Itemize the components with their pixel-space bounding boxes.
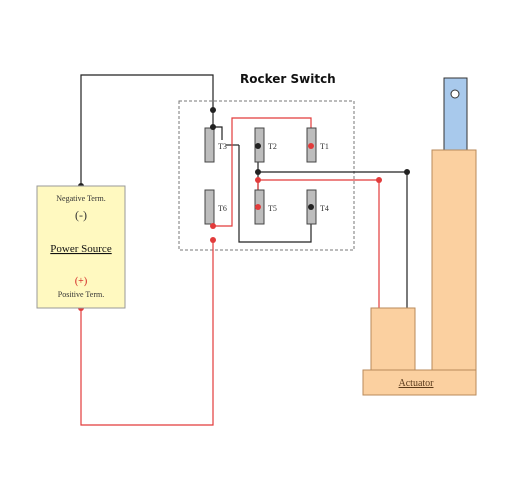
actuator-label: Actuator [399,378,435,389]
positive-symbol: (+) [75,276,87,287]
terminal-t1-label: T1 [320,142,329,151]
terminal-t3-body [204,127,215,163]
rocker-switch-boundary [178,100,355,251]
dot-t3-top [210,107,216,113]
black-wires [80,74,408,308]
diagram-title: Rocker Switch [240,72,336,86]
terminal-t3: T3 [204,127,227,163]
rod-eye-icon [450,89,460,99]
dot-t6-bottom [210,237,216,243]
wire-t3-to-t4 [238,145,312,243]
terminal-t4-label: T4 [320,204,329,213]
negative-symbol: (-) [75,208,87,222]
wire-t6-to-t1 [213,117,312,227]
negative-term-label: Negative Term. [56,194,106,203]
terminal-t2-label: T2 [268,142,277,151]
power-source-name: Power Source [50,243,112,255]
dot-actuator-red [376,177,382,183]
dot-t1 [308,143,314,149]
dot-t2 [255,143,261,149]
wire-t5-to-actuator [257,179,380,308]
dot-t4 [308,204,314,210]
power-source: Negative Term. (-) Power Source (+) Posi… [36,185,126,309]
terminal-t5-label: T5 [268,204,277,213]
wire-t2-to-actuator [258,171,408,308]
dot-actuator-black [404,169,410,175]
red-wires [80,117,380,426]
wire-negative-to-t3 [80,74,214,186]
terminal-t6: T6 [204,189,227,225]
dot-t5-junction [255,177,261,183]
actuator-motor [370,307,416,371]
actuator-tube [431,149,477,371]
actuator-base [362,369,477,396]
dot-t6 [210,223,216,229]
dot-t2-junction [255,169,261,175]
terminal-t6-body [204,189,215,225]
power-source-box [36,185,126,309]
wire-positive-to-t6 [80,240,214,426]
terminal-t6-label: T6 [218,204,227,213]
actuator: Actuator [362,77,477,396]
terminal-t3-label: T3 [218,142,227,151]
dot-t5 [255,204,261,210]
dot-t3-entry [210,124,216,130]
connection-dots [78,107,410,311]
actuator-rod [443,77,468,151]
positive-term-label: Positive Term. [58,290,104,299]
